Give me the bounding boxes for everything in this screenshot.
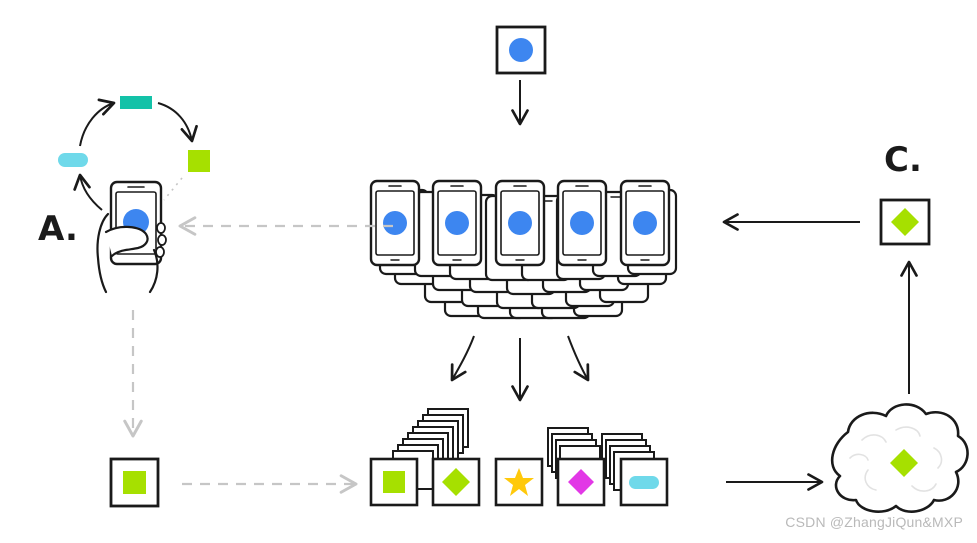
cycle-arrow-3 [73, 173, 103, 211]
update-card-magenta-diamond [556, 457, 606, 507]
local-update-card [109, 457, 160, 508]
green-diamond-icon [442, 468, 470, 496]
green-square-icon [123, 471, 146, 494]
label-c: C. [884, 140, 922, 180]
update-card-yellow-star [494, 457, 544, 507]
cyan-pill-icon [629, 476, 659, 489]
user-phone-cycle [58, 96, 210, 294]
cycle-arrow-1 [79, 98, 116, 147]
update-card-cyan-pill [619, 457, 669, 507]
blue-circle-icon [509, 38, 533, 62]
watermark: CSDN @ZhangJiQun&MXP [785, 514, 963, 530]
hand-phone-icon [96, 180, 167, 294]
blue-circle-icon [383, 211, 407, 235]
update-cards [369, 408, 669, 507]
phone-fleet-front-row [369, 179, 671, 267]
blue-circle-icon [633, 211, 657, 235]
blue-circle-icon [445, 211, 469, 235]
teal-pill-icon [120, 96, 152, 109]
update-card-green-square [369, 457, 419, 507]
phone-fleet [369, 179, 678, 320]
cyan-pill-icon [58, 153, 88, 167]
aggregation-cloud [830, 403, 969, 513]
blue-circle-icon [508, 211, 532, 235]
update-card-green-diamond [431, 457, 481, 507]
global-model-card [879, 198, 931, 246]
blue-circle-icon [570, 211, 594, 235]
input-model-card [495, 25, 547, 75]
magenta-diamond-icon [568, 469, 594, 495]
green-square-icon [383, 471, 405, 493]
green-diamond-icon [890, 449, 918, 477]
green-diamond-icon [891, 208, 919, 236]
label-a: A. [38, 209, 78, 249]
cycle-arrow-2 [157, 102, 198, 143]
arrow-fleet-to-updates-left [450, 335, 475, 382]
green-square-icon [188, 150, 210, 172]
arrow-fleet-to-updates-right [567, 335, 590, 382]
yellow-star-icon [504, 468, 534, 496]
